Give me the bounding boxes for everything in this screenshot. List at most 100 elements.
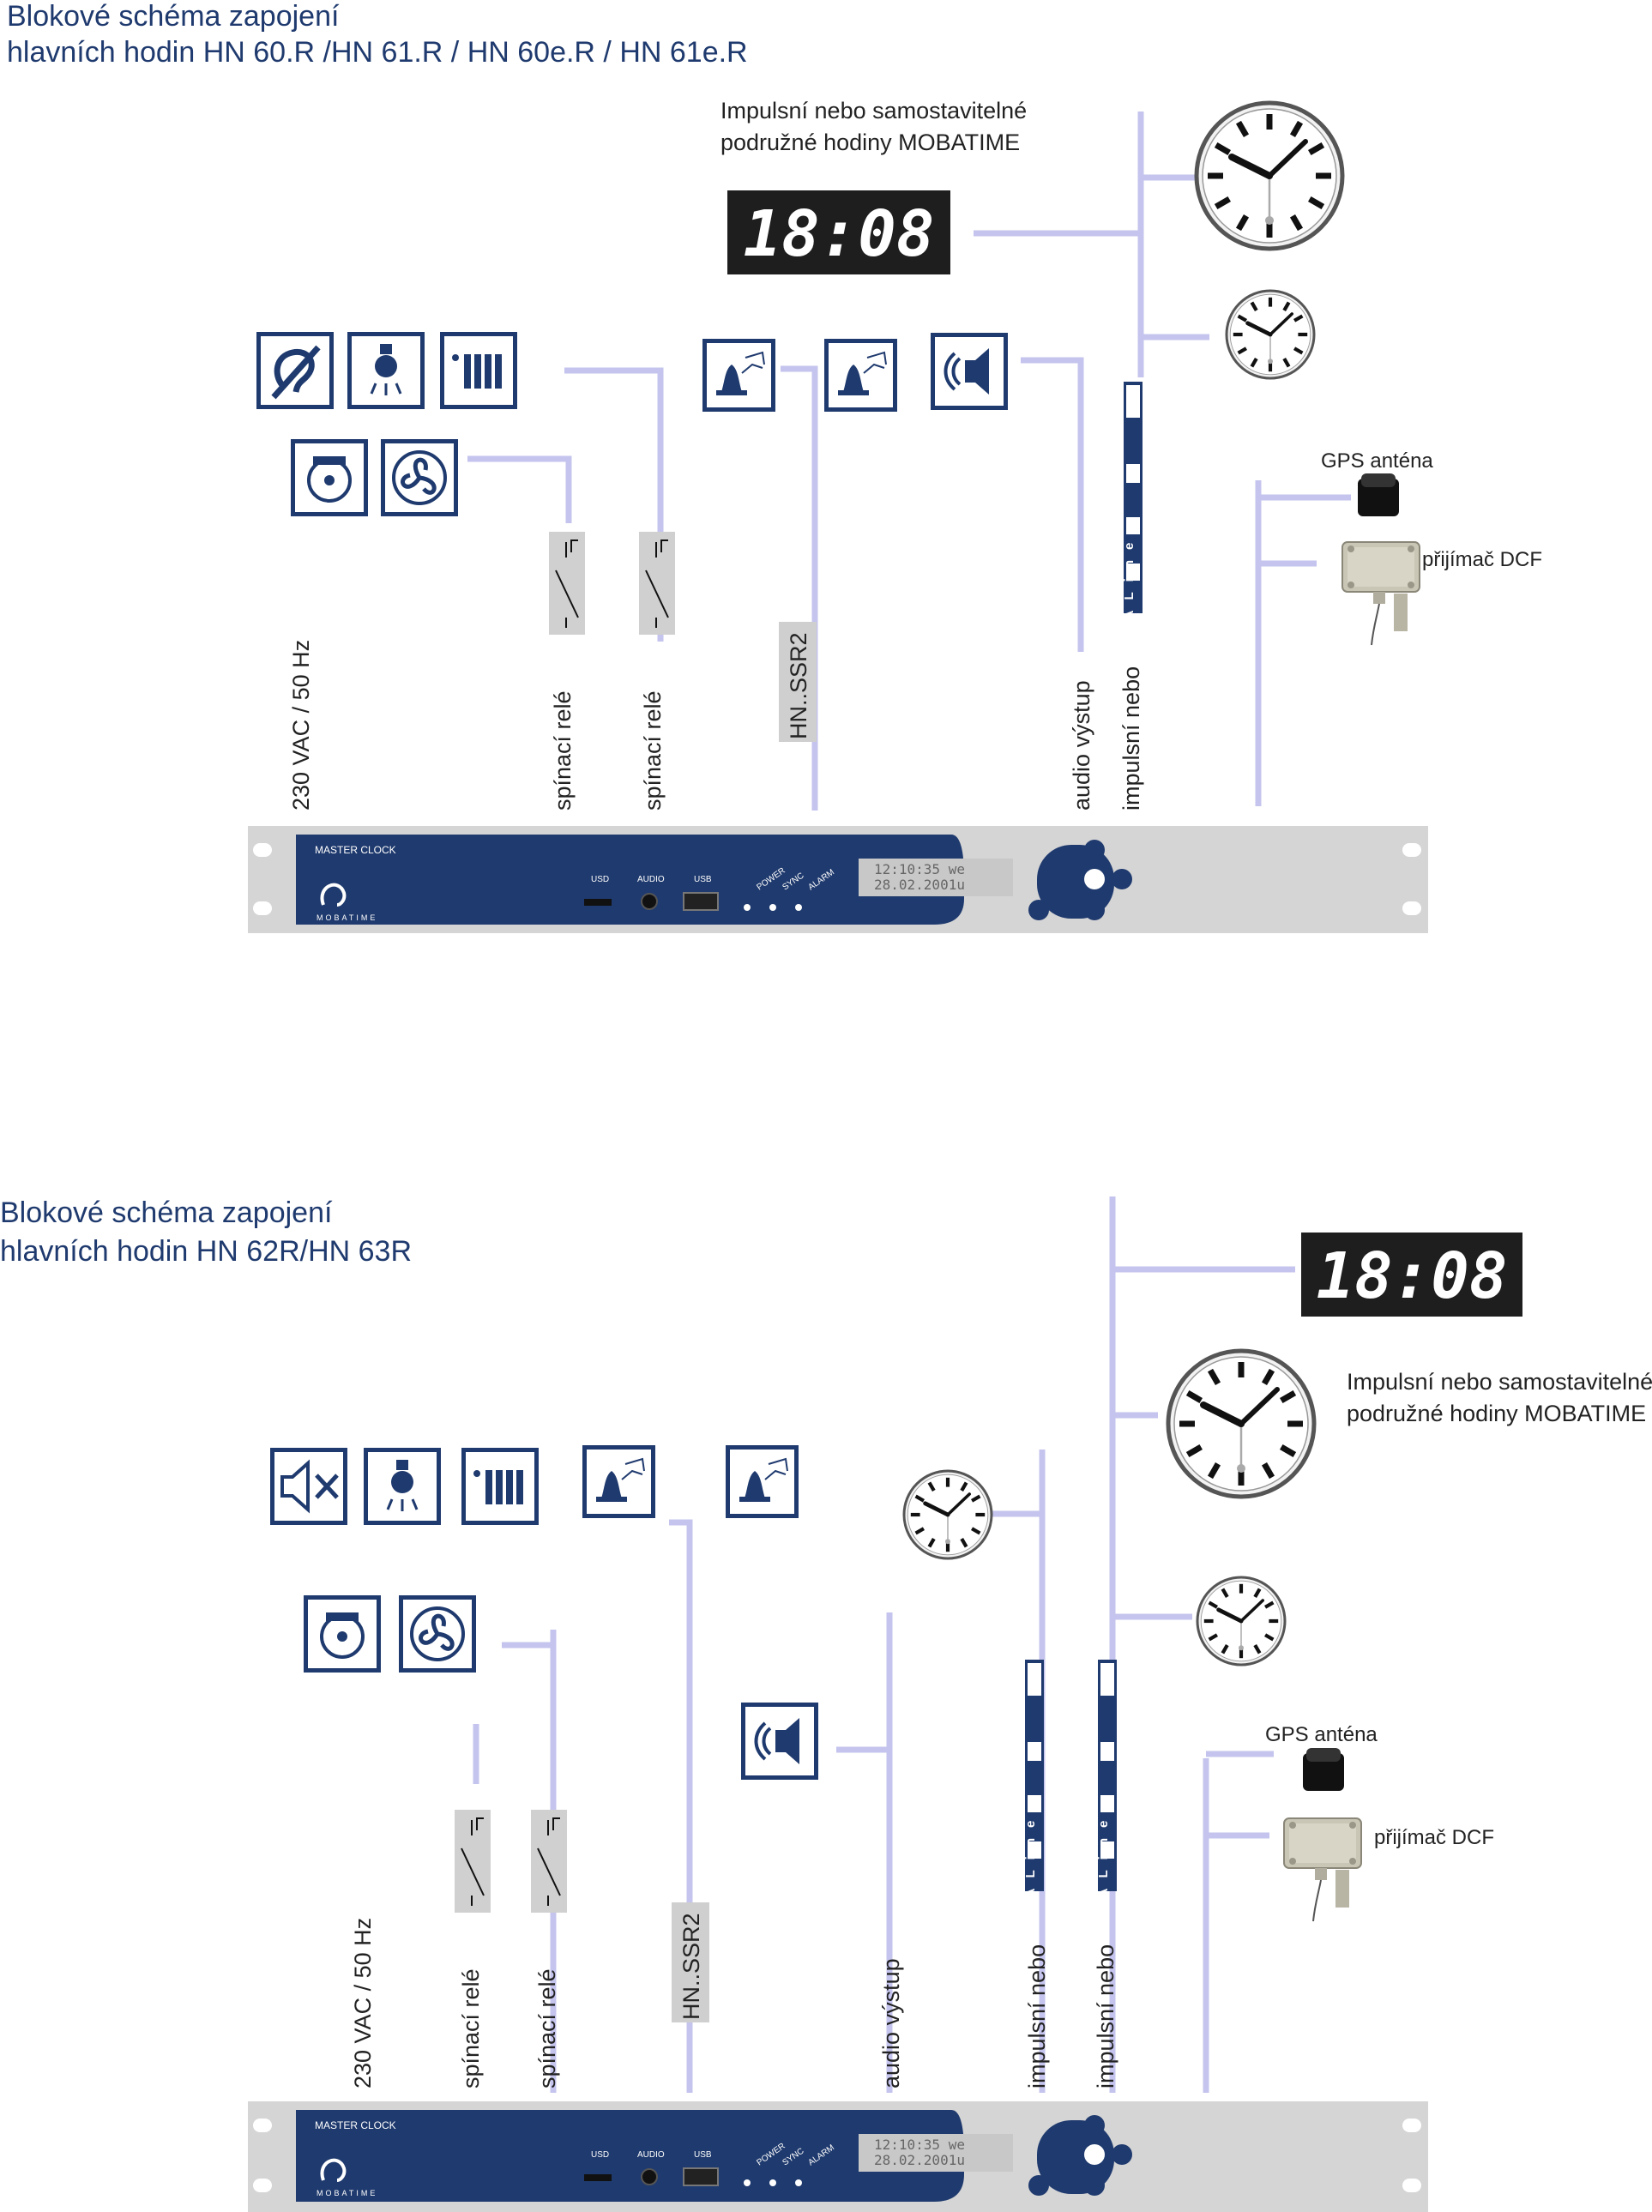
diagram2-title-line2: hlavních hodin HN 62R/HN 63R — [0, 1235, 412, 1268]
led-power — [744, 904, 751, 911]
audio-jack[interactable] — [641, 893, 658, 910]
diagram2-slave-clocks-label-line1: Impulsní nebo samostavitelné — [1347, 1369, 1652, 1395]
left-button[interactable] — [1057, 2144, 1077, 2165]
diagram1-ssr-label: HN..SSR2 — [786, 632, 811, 739]
device-name: MASTER CLOCK — [315, 2119, 396, 2131]
diagram1-gps-antenna — [1358, 473, 1399, 516]
usb-port[interactable] — [683, 2167, 719, 2186]
down-button[interactable] — [1084, 2175, 1105, 2196]
heater-icon — [461, 1448, 539, 1525]
diagram1-audio-label: audio výstup — [1069, 680, 1094, 811]
diagram1-impulse-label: impulsní nebo — [1118, 666, 1144, 811]
diagram1-slave-clocks-label-line2: podružné hodiny MOBATIME — [720, 130, 1020, 155]
diagram1-title-line2: hlavních hodin HN 60.R /HN 61.R / HN 60e… — [7, 36, 748, 69]
up-button[interactable] — [1084, 2115, 1105, 2136]
led-alarm — [795, 2179, 802, 2186]
bell-icon — [582, 1445, 655, 1518]
diagram2-analog-clock-large — [1168, 1351, 1314, 1497]
diagram1-mobaline-strip: MOBALine — [1122, 382, 1143, 680]
ok-button[interactable] — [1084, 869, 1105, 889]
led-sync — [769, 904, 776, 911]
device-port-usb-label: USB — [694, 875, 712, 884]
left-button[interactable] — [1057, 869, 1077, 889]
diagram2-relay1-label: spínací relé — [458, 1968, 484, 2088]
right-button[interactable] — [1112, 869, 1132, 889]
diagram2-ssr-box: HN..SSR2 — [672, 1902, 709, 2022]
diagram2-master-clock-device: MASTER CLOCK MOBATIME USD AUDIO USB POWE… — [248, 2101, 1428, 2212]
device-lcd — [859, 859, 1013, 896]
diagram2-dcf-label: přijímač DCF — [1374, 1826, 1494, 1849]
bell-icon — [726, 1445, 799, 1518]
led-sync — [769, 2179, 776, 2186]
diagram1-dcf-receiver — [1341, 541, 1420, 646]
navigation-keypad — [1028, 2115, 1132, 2196]
device-port-usb-label: USB — [694, 2150, 712, 2160]
device-lcd-line1: 12:10:35 we — [874, 861, 965, 877]
diagram1-dcf-label: přijímač DCF — [1422, 548, 1542, 571]
led-power — [744, 2179, 751, 2186]
device-name: MASTER CLOCK — [315, 844, 396, 856]
device-brand: MOBATIME — [317, 2189, 377, 2197]
diagram1-gps-label: GPS anténa — [1321, 449, 1433, 473]
diagram2-impulse2-label: impulsní nebo — [1093, 1944, 1118, 2088]
audio-jack[interactable] — [641, 2168, 658, 2185]
diagram1-power-label: 230 VAC / 50 Hz — [288, 640, 314, 811]
ok-button[interactable] — [1084, 2144, 1105, 2165]
diagram1-ssr-box: HN..SSR2 — [779, 622, 817, 742]
diagram2-mobaline-text-2: MOBALine — [1096, 1811, 1111, 1959]
speaker-icon — [931, 333, 1008, 410]
light-bulb-icon — [347, 332, 425, 409]
diagram1-slave-clocks-label-line1: Impulsní nebo samostavitelné — [720, 98, 1027, 124]
down-button[interactable] — [1084, 900, 1105, 920]
usb-port[interactable] — [683, 892, 719, 911]
diagram1-relay1-label: spínací relé — [550, 690, 576, 811]
heater-icon — [440, 332, 517, 409]
diagram1-title-line1: Blokové schéma zapojení — [7, 0, 340, 33]
device-lcd-line2: 28.02.2001u — [874, 2152, 965, 2168]
fan-icon — [399, 1595, 476, 1673]
diagram2-bus-lines — [473, 1196, 1295, 2093]
navigation-keypad — [1028, 840, 1132, 920]
diagram2-digital-time: 18:08 — [1317, 1239, 1508, 1313]
device-port-usd-label: USD — [591, 875, 609, 884]
right-button[interactable] — [1112, 2144, 1132, 2165]
led-alarm — [795, 904, 802, 911]
diagram2-digital-clock: 18:08 — [1301, 1233, 1522, 1317]
mute-speaker-icon — [270, 1448, 347, 1525]
diagram2-power-label: 230 VAC / 50 Hz — [350, 1918, 376, 2088]
diagram2-dcf-receiver — [1283, 1817, 1362, 1922]
diagram-hn62: Blokové schéma zapojení hlavních hodin H… — [0, 1196, 1652, 2212]
diagram1-relay2-label: spínací relé — [640, 690, 666, 811]
diagram1-relay-1 — [548, 531, 586, 636]
diagram2-mobaline-text-1: MOBALine — [1023, 1811, 1038, 1959]
hearing-aid-icon — [256, 332, 334, 409]
up-button[interactable] — [1084, 840, 1105, 860]
diagram1-analog-clock-large — [1197, 103, 1342, 249]
fan-icon — [381, 439, 458, 516]
diagram2-ssr-label: HN..SSR2 — [678, 1913, 704, 2020]
diagram2-mobaline-strip-2: MOBALine — [1096, 1660, 1117, 1958]
diagram2-title-line1: Blokové schéma zapojení — [0, 1196, 333, 1229]
diagram2-slave-clocks-label-line2: podružné hodiny MOBATIME — [1347, 1401, 1646, 1426]
diagram1-master-clock-device: MASTER CLOCK MOBATIME USD AUDIO USB POWE… — [248, 826, 1428, 933]
usd-slot[interactable] — [584, 899, 612, 906]
device-port-audio-label: AUDIO — [637, 2150, 665, 2160]
diagram1-analog-clock-small — [1227, 291, 1314, 378]
diagram2-relay2-label: spínací relé — [534, 1968, 560, 2088]
light-bulb-icon — [364, 1448, 441, 1525]
siren-icon — [291, 439, 368, 516]
diagram2-impulse1-label: impulsní nebo — [1024, 1944, 1050, 2088]
speaker-icon — [741, 1703, 818, 1780]
siren-icon — [304, 1595, 381, 1673]
usd-slot[interactable] — [584, 2174, 612, 2181]
device-port-audio-label: AUDIO — [637, 875, 665, 884]
device-port-usd-label: USD — [591, 2150, 609, 2160]
cancel-button[interactable] — [1028, 900, 1049, 920]
diagram2-relay-1 — [454, 1809, 491, 1914]
diagram1-relay-2 — [638, 531, 676, 636]
diagram-hn60: Blokové schéma zapojení hlavních hodin H… — [7, 0, 1542, 933]
cancel-button[interactable] — [1028, 2175, 1049, 2196]
device-brand: MOBATIME — [317, 913, 377, 922]
diagram1-mobaline-text: MOBALine — [1122, 533, 1137, 681]
diagram2-audio-label: audio výstup — [878, 1958, 904, 2088]
